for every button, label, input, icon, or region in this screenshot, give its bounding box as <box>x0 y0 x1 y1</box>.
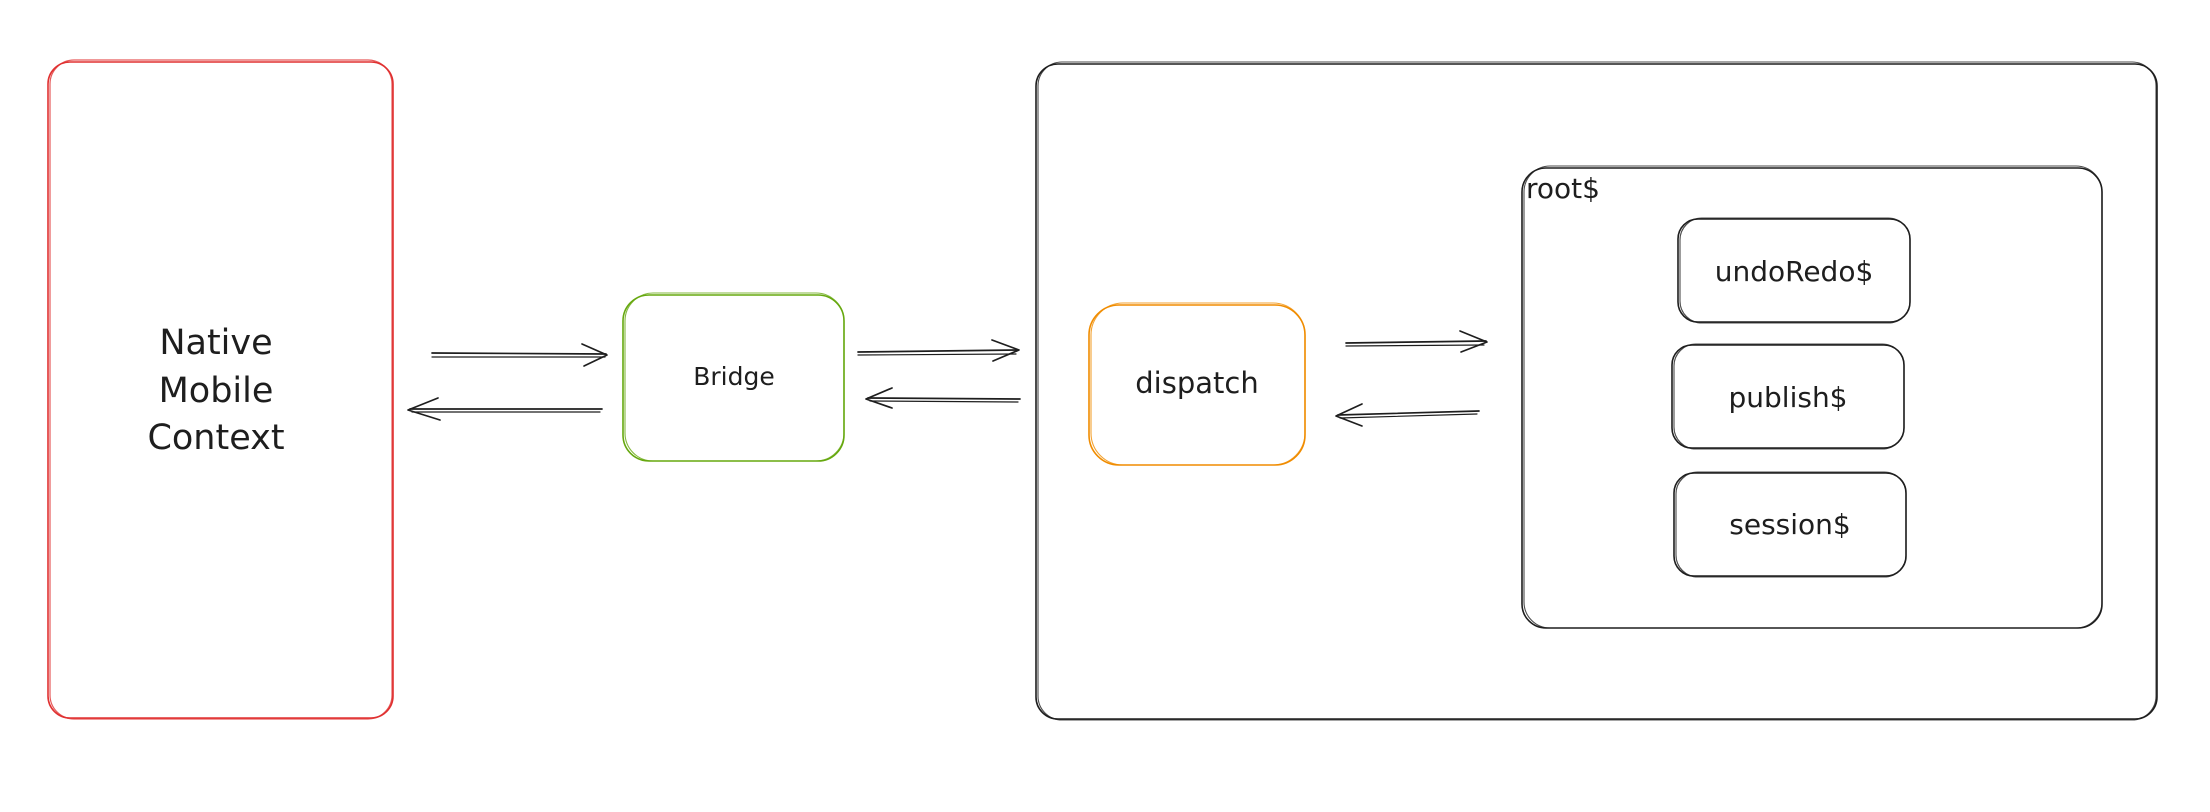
store-undo-redo-label: undoRedo$ <box>1715 255 1874 288</box>
arrow-root-to-dispatch <box>1335 403 1480 427</box>
store-publish: publish$ <box>1671 343 1905 450</box>
arrow-bridge-to-native <box>407 397 603 421</box>
store-container <box>1035 61 2158 721</box>
dispatch-node: dispatch <box>1088 302 1306 466</box>
native-label-line-2: Mobile <box>159 371 274 411</box>
dispatch-label: dispatch <box>1135 366 1258 400</box>
store-session-label: session$ <box>1729 508 1850 541</box>
root-store-node: root$ <box>1521 165 2103 629</box>
bridge-node: Bridge <box>622 292 845 462</box>
arrow-native-to-bridge <box>431 343 608 367</box>
native-label-line-1: Native <box>159 323 272 363</box>
native-label-line-3: Context <box>147 418 284 458</box>
bridge-label: Bridge <box>693 362 775 391</box>
arrow-dispatch-to-root <box>1345 330 1488 353</box>
store-session: session$ <box>1673 471 1907 578</box>
arrow-dispatch-to-bridge <box>865 387 1021 409</box>
root-store-label: root$ <box>1526 172 1600 205</box>
arrow-bridge-to-dispatch <box>857 339 1020 362</box>
store-publish-label: publish$ <box>1729 381 1848 414</box>
native-mobile-context-node: Native Mobile Context <box>47 59 394 720</box>
store-undo-redo: undoRedo$ <box>1677 217 1911 324</box>
